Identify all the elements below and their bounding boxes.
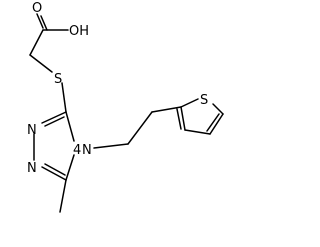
bond-n1-c5-double-a [41,166,67,181]
ring-nitrogen-bottom-label: N [27,161,37,176]
bond-ch2-s [29,54,53,73]
bond-c2-c3-double-b [176,108,182,130]
thioether-sulfur-label: S [54,72,62,87]
bond-n4-c3 [65,111,75,142]
bond-carboxyl-ch2 [29,29,44,56]
bond-s-c3 [61,82,67,113]
bond-c5-c4-double-a [209,113,224,135]
ring-nitrogen-top-label: N [27,123,37,138]
ring-nitrogen-4-label: N [82,143,92,158]
thiophene-sulfur-label: S [200,93,208,108]
thiophene-ring [176,98,224,135]
bond-n1-c5-double-b [44,163,66,176]
triazole-ring [33,111,75,181]
bond-n4-ch2 [93,143,129,149]
bond-c-o-double-2 [40,15,48,31]
bond-s1-c5 [212,103,224,115]
ring-nitrogen-4-locant-label: 4 [73,143,81,158]
hydroxyl-label: OH [69,24,89,39]
carboxylic-acid-group [29,13,69,73]
bond-c2-s1 [180,98,199,108]
bond-c4-c3 [184,129,211,135]
bond-ch2-thiophene [151,106,182,113]
bond-c-o-double-1 [36,13,44,29]
bond-c3-n2-double-b [44,116,65,127]
bond-c5-n4 [65,154,75,181]
bond-c2-c3-double-a [180,106,186,131]
bond-c5-methyl [59,179,67,213]
carbonyl-oxygen-label: O [32,1,42,16]
bond-c3-n2-double-a [41,111,67,124]
molecule-structure: OH O S N N 4 N S [27,1,224,213]
bond-c5-c4-double-b [206,113,220,132]
bond-ch2-ch2 [127,111,153,145]
